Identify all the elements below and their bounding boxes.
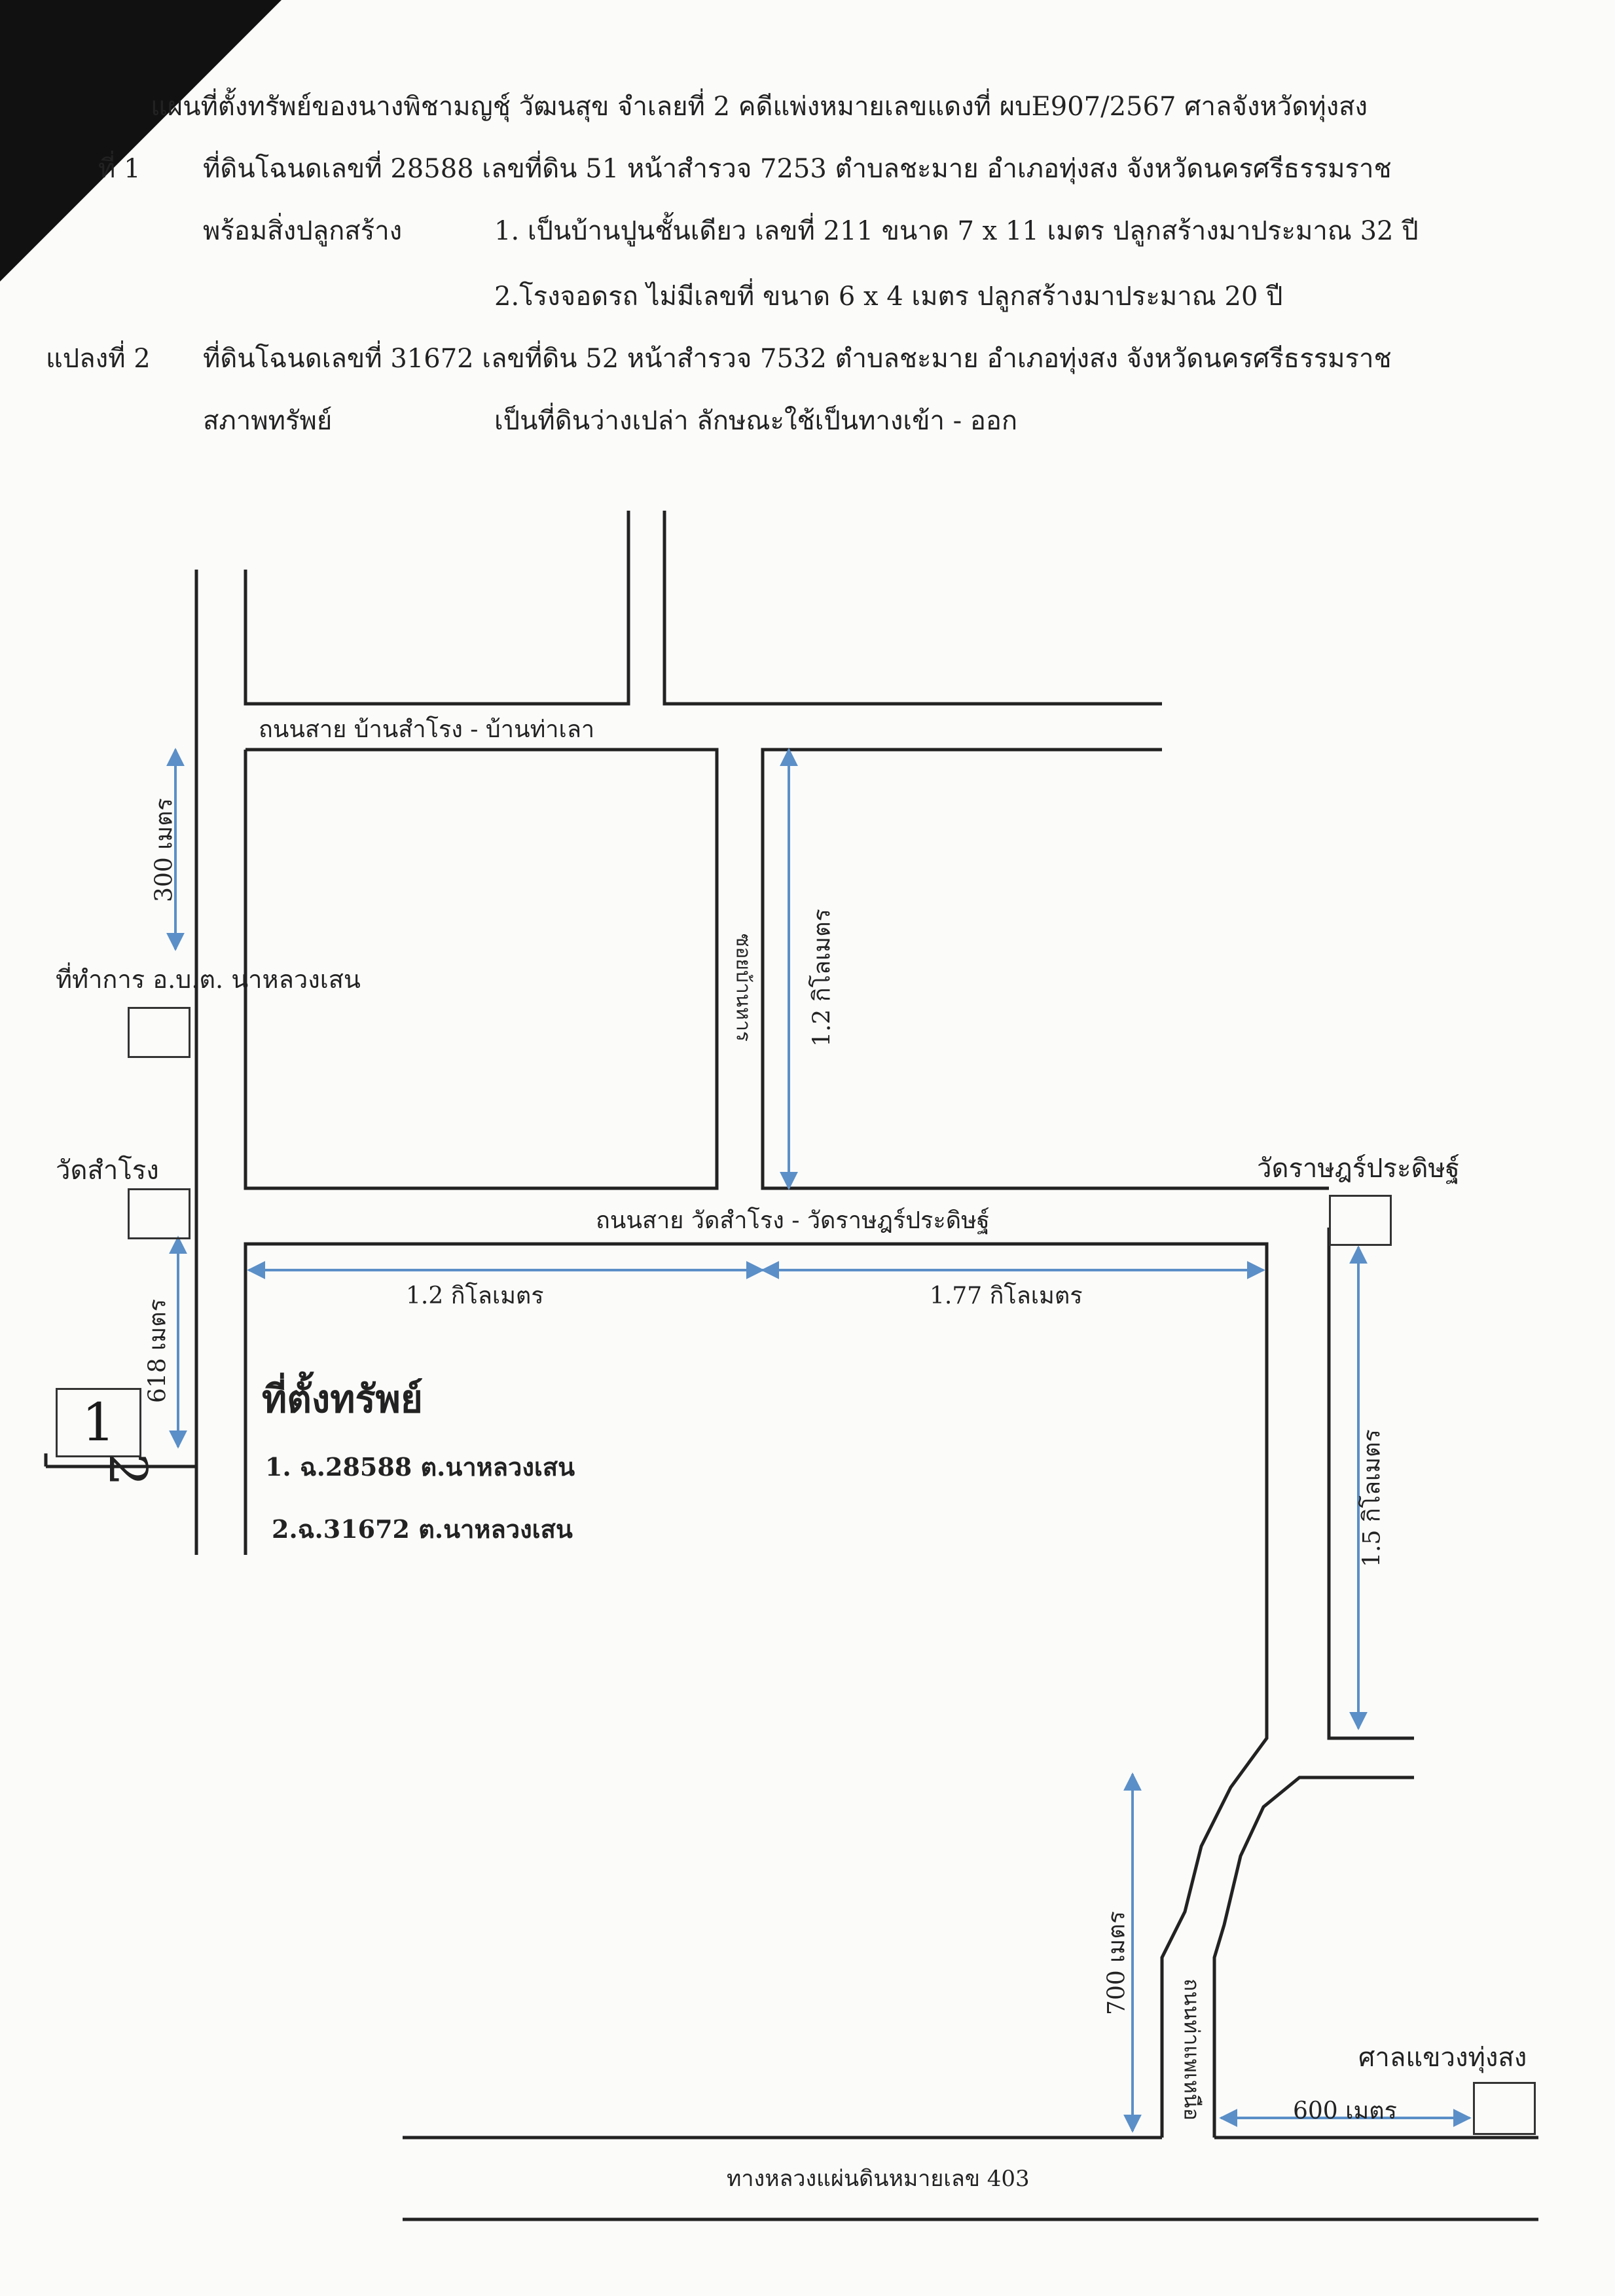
office-label: ที่ทำการ อ.บ.ต. นาหลวงเสน xyxy=(56,965,361,994)
condition-text: เป็นที่ดินว่างเปล่า ลักษณะใช้เป็นทางเข้า… xyxy=(494,406,1018,436)
distance-1-2km-vertical: 1.2 กิโลเมตร xyxy=(808,909,836,1047)
distance-600m: 600 เมตร xyxy=(1293,2098,1397,2124)
wat-samrong-box xyxy=(128,1188,191,1239)
highway-label: ทางหลวงแผ่นดินหมายเลข 403 xyxy=(727,2166,1030,2192)
soi-label: ซอยบ้านหาร xyxy=(731,933,755,1042)
road-line xyxy=(244,1242,1269,2138)
court-label: ศาลแขวงทุ่งสง xyxy=(1358,2043,1527,2073)
road-line xyxy=(244,511,630,706)
plot2-label: แปลงที่ 2 xyxy=(46,344,151,374)
road-label-north: ถนนท่าแพเหนือ xyxy=(1179,1978,1205,2121)
road-line xyxy=(244,748,719,1190)
location-title: ที่ตั้งทรัพย์ xyxy=(262,1377,423,1421)
plot-marker-1: 1 xyxy=(56,1388,141,1457)
condition-label: สภาพทรัพย์ xyxy=(203,406,333,436)
wat-rat-label: วัดราษฎร์ประดิษฐ์ xyxy=(1257,1154,1460,1184)
court-box xyxy=(1473,2082,1536,2135)
plot2-text: ที่ดินโฉนดเลขที่ 31672 เลขที่ดิน 52 หน้า… xyxy=(203,344,1392,374)
distance-618m: 618 เมตร xyxy=(144,1299,172,1403)
buildings-label: พร้อมสิ่งปลูกสร้าง xyxy=(203,216,403,246)
scanned-corner-fold xyxy=(0,0,281,282)
map-title: แผนที่ตั้งทรัพย์ของนางพิชามญชุ์ วัฒนสุข … xyxy=(151,92,1368,122)
distance-1-2km-horizontal: 1.2 กิโลเมตร xyxy=(406,1283,544,1309)
office-building-box xyxy=(128,1007,191,1058)
wat-rat-box xyxy=(1329,1195,1392,1246)
distance-300m: 300 เมตร xyxy=(151,798,178,902)
road-line xyxy=(662,511,1162,706)
wat-samrong-label: วัดสำโรง xyxy=(56,1156,159,1186)
distance-1-5km: 1.5 กิโลเมตร xyxy=(1358,1429,1386,1567)
plot1-label: ที่ 1 xyxy=(98,154,141,184)
distance-700m: 700 เมตร xyxy=(1103,1911,1131,2015)
road-line xyxy=(1327,1228,1414,1740)
plot-marker-2: 2 xyxy=(98,1453,158,1487)
location-item-2: 2.ฉ.31672 ต.นาหลวงเสน xyxy=(272,1514,573,1544)
location-item-1: 1. ฉ.28588 ต.นาหลวงเสน xyxy=(265,1452,575,1482)
distance-1-77km: 1.77 กิโลเมตร xyxy=(930,1283,1083,1309)
road-label-middle: ถนนสาย วัดสำโรง - วัดราษฎร์ประดิษฐ์ xyxy=(596,1207,990,1234)
road-line xyxy=(1212,1776,1414,2138)
building-1: 1. เป็นบ้านปูนชั้นเดียว เลขที่ 211 ขนาด … xyxy=(494,216,1419,246)
plot1-text: ที่ดินโฉนดเลขที่ 28588 เลขที่ดิน 51 หน้า… xyxy=(203,154,1392,184)
building-2: 2.โรงจอดรถ ไม่มีเลขที่ ขนาด 6 x 4 เมตร ป… xyxy=(494,282,1283,312)
road-line xyxy=(761,748,1329,1190)
road-label-top: ถนนสาย บ้านสำโรง - บ้านท่าเลา xyxy=(259,716,595,743)
